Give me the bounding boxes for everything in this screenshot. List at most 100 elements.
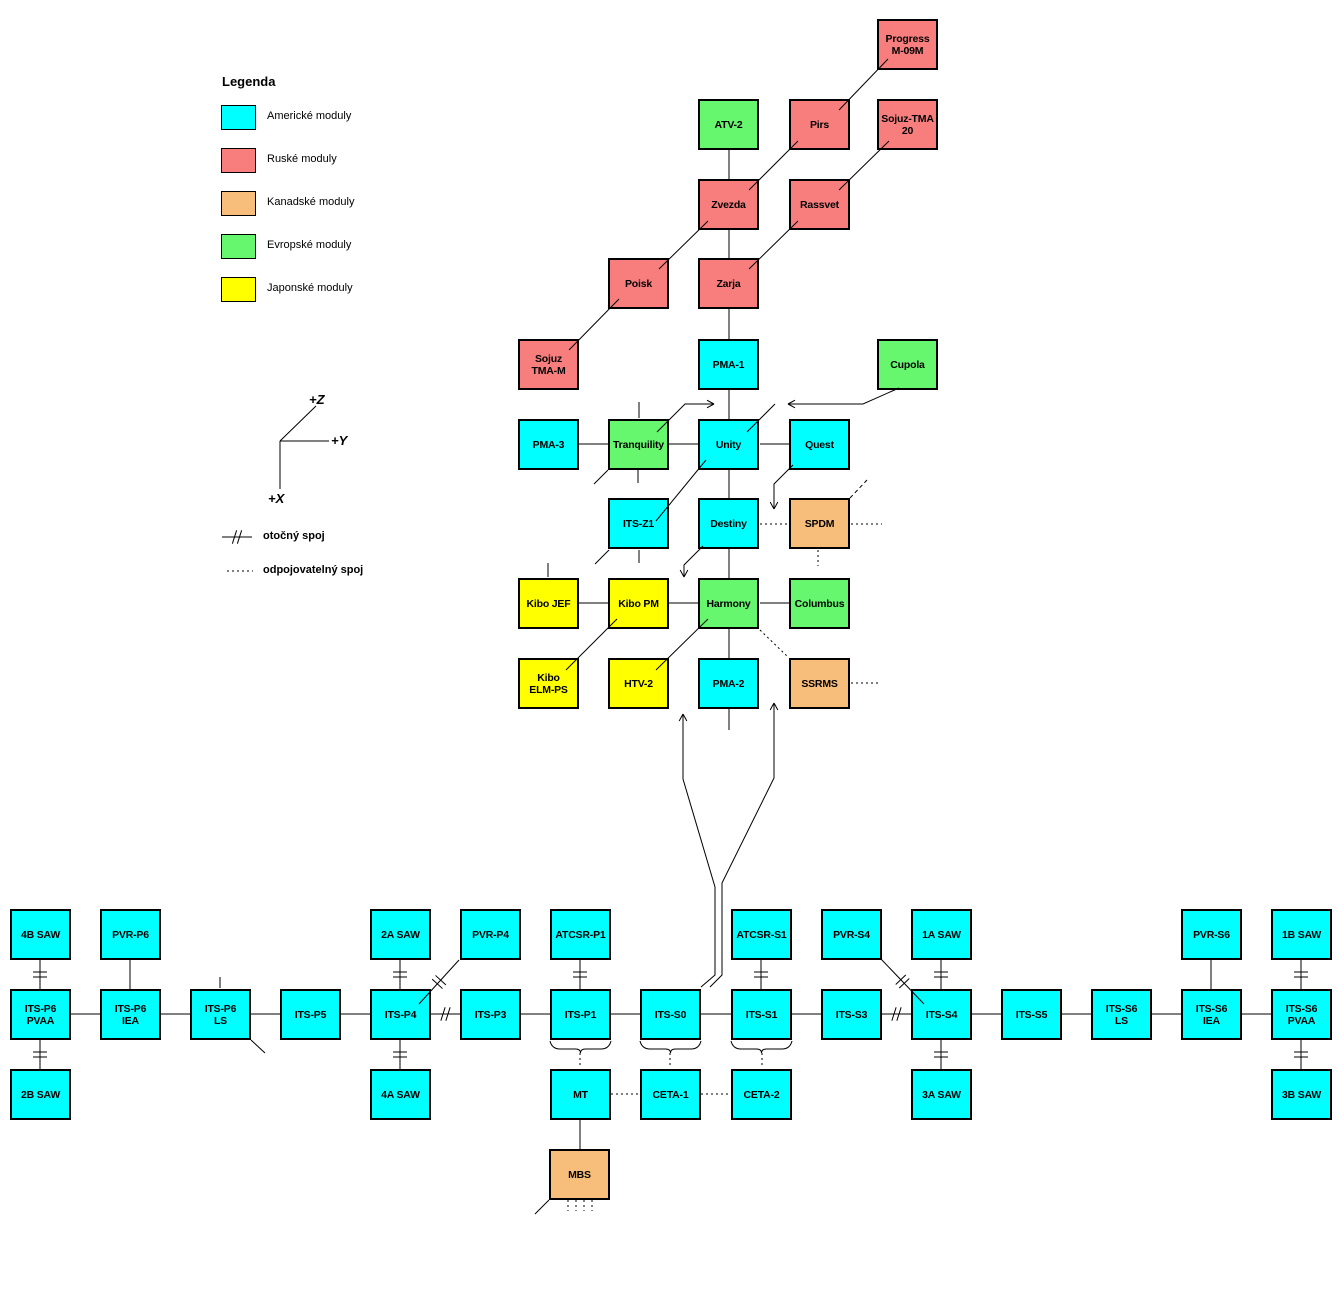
connector-line [896,1007,902,1021]
module-zarja: Zarja [698,258,759,309]
module-2a-saw: 2A SAW [370,909,431,960]
module-its-p1: ITS-P1 [550,989,611,1040]
module-sojuz-tma-20: Sojuz-TMA 20 [877,99,938,150]
relocation-arrow [788,387,900,405]
relocation-arrow [682,714,716,988]
module-kibo-jef: Kibo JEF [518,578,579,629]
module-its-p4: ITS-P4 [370,989,431,1040]
connector-line [787,399,796,405]
module-sojuz-tma-m: Sojuz TMA-M [518,339,579,390]
connector-line [440,1007,446,1021]
module-its-p6-iea: ITS-P6 IEA [100,989,161,1040]
legend-label: Evropské moduly [267,239,352,251]
module-harmony: Harmony [698,578,759,629]
module-pvr-p4: PVR-P4 [460,909,521,960]
connector-line [231,530,238,544]
connector-line [759,629,789,658]
module-its-s6-ls: ITS-S6 LS [1091,989,1152,1040]
module-its-s4: ITS-S4 [911,989,972,1040]
module-pirs: Pirs [789,99,850,150]
module-cupola: Cupola [877,339,938,390]
legend-label: Americké moduly [267,110,352,122]
legend-label: Ruské moduly [267,153,337,165]
legend-rotary-joint-label: otočný spoj [263,530,325,542]
module-columbus: Columbus [789,578,850,629]
legend-swatch-us [221,105,256,130]
module-1a-saw: 1A SAW [911,909,972,960]
module-pma-2: PMA-2 [698,658,759,709]
connector-line [898,978,910,989]
connector-line [773,702,779,711]
connector-line [683,569,689,578]
module-3b-saw: 3B SAW [1271,1069,1332,1120]
connector-line [679,569,685,578]
axis-z-label: +Z [309,392,325,407]
legend-label: Japonské moduly [267,282,353,294]
module-1b-saw: 1B SAW [1271,909,1332,960]
module-ceta-2: CETA-2 [731,1069,792,1120]
module-4a-saw: 4A SAW [370,1069,431,1120]
module-3a-saw: 3A SAW [911,1069,972,1120]
connector-line [769,702,775,711]
module-its-s3: ITS-S3 [821,989,882,1040]
connector-line [895,974,907,985]
brace-connector [639,1040,702,1054]
legend-swatch-ca [221,191,256,216]
connector-line [682,713,688,722]
module-unity: Unity [698,419,759,470]
module-quest: Quest [789,419,850,470]
module-2b-saw: 2B SAW [10,1069,71,1120]
module-pma-3: PMA-3 [518,419,579,470]
module-pma-1: PMA-1 [698,339,759,390]
connector-line [594,549,610,565]
module-spdm: SPDM [789,498,850,549]
module-poisk: Poisk [608,258,669,309]
module-pvr-p6: PVR-P6 [100,909,161,960]
module-destiny: Destiny [698,498,759,549]
module-mt: MT [550,1069,611,1120]
connector-line [534,1199,550,1215]
module-atcsr-p1: ATCSR-P1 [550,909,611,960]
module-mbs: MBS [549,1149,610,1200]
module-rassvet: Rassvet [789,179,850,230]
connector-line [236,530,243,544]
legend-title: Legenda [222,74,276,89]
module-its-s5: ITS-S5 [1001,989,1062,1040]
connector-line [431,978,443,989]
module-ssrms: SSRMS [789,658,850,709]
legend-detachable-joint-label: odpojovatelný spoj [263,564,364,576]
module-its-z1: ITS-Z1 [608,498,669,549]
brace-connector [730,1040,793,1054]
connector-line [706,403,715,409]
module-its-s6-pvaa: ITS-S6 PVAA [1271,989,1332,1040]
connector-line [678,713,684,722]
module-kibo-elm-ps: Kibo ELM-PS [518,658,579,709]
legend-label: Kanadské moduly [267,196,355,208]
module-progress-m09m: Progress M-09M [877,19,938,70]
module-ceta-1: CETA-1 [640,1069,701,1120]
connector-line [250,1039,266,1054]
legend-swatch-eu [221,234,256,259]
connector-line [445,1007,451,1021]
module-atcsr-s1: ATCSR-S1 [731,909,792,960]
connector-line [279,405,317,442]
module-pvr-s4: PVR-S4 [821,909,882,960]
module-its-s0: ITS-S0 [640,989,701,1040]
connector-line [435,975,447,986]
relocation-arrow [683,545,704,577]
legend-swatch-ru [221,148,256,173]
module-its-p5: ITS-P5 [280,989,341,1040]
module-its-s6-iea: ITS-S6 IEA [1181,989,1242,1040]
module-its-p6-ls: ITS-P6 LS [190,989,251,1040]
module-htv-2: HTV-2 [608,658,669,709]
module-atv-2: ATV-2 [698,99,759,150]
legend-swatch-jp [221,277,256,302]
axis-x-label: +X [268,491,285,506]
connector-line [773,501,779,510]
module-its-p3: ITS-P3 [460,989,521,1040]
module-zvezda: Zvezda [698,179,759,230]
module-4b-saw: 4B SAW [10,909,71,960]
module-kibo-pm: Kibo PM [608,578,669,629]
axis-y-label: +Y [331,433,348,448]
